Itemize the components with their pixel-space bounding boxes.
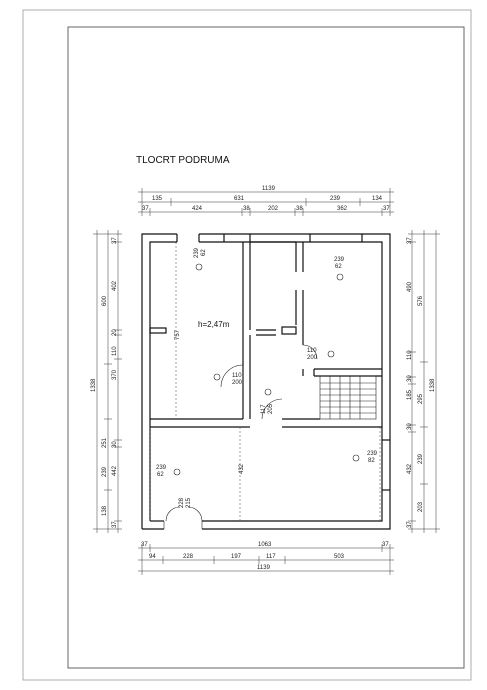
dim-top-r2-6: 362 [337,206,348,212]
dim-top-1: 135 [152,196,163,202]
room4-label-a: 239 [367,451,378,457]
dim-bottom-r2-4: 117 [266,554,276,560]
dim-bottom-r2-5: 503 [334,554,345,560]
door1-label-a: 110 [232,373,242,379]
dim-left-r2-2: 402 [112,280,118,291]
light-fixtures [173,263,360,476]
dim-right-r2-1: 37 [407,237,413,244]
dim-left-2: 251 [102,437,108,448]
dim-top-total: 1139 [262,186,276,192]
left-dimensions [93,230,122,533]
dim-right-3: 239 [418,453,424,464]
walls [141,233,391,530]
room2-label-a: 239 [334,257,345,263]
inner-frame-border [67,26,465,669]
door1-label-b: 200 [232,380,243,386]
dim-right-r2-2: 490 [407,281,413,292]
dim-left-r2-3: 20 [112,329,118,336]
dim-top-r2-1: 37 [142,206,149,212]
dim-left-r2-1: 37 [112,237,118,244]
dim-top-r2-7: 37 [383,206,390,212]
dim-bottom-1: 37 [141,542,148,548]
door4-label-a: 228 [179,497,185,508]
room-height-label: h=2,47m [198,320,230,329]
dim-left-3: 239 [102,466,108,477]
dim-left-r2-4: 110 [112,346,118,356]
bottom-window [163,521,203,529]
dim-right-total: 1338 [430,378,436,392]
dim-right-r2-6: 30 [407,423,413,430]
door3-label-b: 205 [268,403,274,414]
door4-label-b: 215 [186,497,192,508]
inner-dim-757: 757 [175,329,181,340]
dim-bottom-r2-1: 94 [149,554,156,560]
room4-label-b: 82 [368,458,375,464]
right-dimensions [408,230,440,533]
room2-label-b: 62 [335,264,342,270]
dim-right-4: 203 [418,501,424,512]
room1-label-b: 62 [201,249,207,256]
dim-right-1: 576 [418,295,424,306]
dim-top-r2-4: 202 [268,206,279,212]
dim-left-total: 1338 [91,378,97,392]
dim-bottom-r2-3: 197 [231,554,242,560]
dim-right-r2-4: 30 [407,375,413,382]
dim-left-r2-7: 442 [112,465,118,476]
dim-bottom-r2-2: 228 [183,554,194,560]
dim-top-4: 134 [372,196,383,202]
dim-right-r2-3: 110 [407,350,413,360]
dim-right-r2-8: 37 [407,521,413,528]
dim-left-r2-6: 30 [112,441,118,448]
dim-top-2: 631 [234,196,245,202]
room1-label-a: 239 [194,247,200,258]
inner-dim-432a: 432 [239,463,245,474]
door3-label-a: 117 [261,404,267,414]
dim-right-2: 295 [418,393,424,404]
dim-left-r2-8: 37 [112,521,118,528]
dim-top-3: 239 [330,196,341,202]
dim-bottom-3: 37 [382,542,389,548]
staircase [319,375,377,420]
dim-bottom-total: 1139 [257,565,271,571]
top-dimensions [138,188,394,216]
room3-label-a: 239 [156,465,167,471]
dim-top-r2-5: 38 [296,206,303,212]
door-swings [165,344,318,522]
dashed-guides [149,242,381,521]
dim-left-1: 600 [102,295,108,306]
room3-label-b: 62 [157,472,164,478]
dim-left-4: 138 [102,505,108,516]
dim-bottom-2: 1063 [258,542,272,548]
door2-label-b: 200 [307,355,318,361]
dim-left-r2-5: 370 [112,369,118,380]
bottom-dimensions [138,544,394,575]
dim-top-r2-2: 424 [192,206,203,212]
outer-sheet-border [22,9,472,681]
dim-right-r2-7: 432 [407,463,413,474]
plan-title: TLOCRT PODRUMA [136,155,230,166]
dim-right-r2-5: 185 [407,389,413,400]
dim-top-r2-3: 38 [243,206,250,212]
door2-label-a: 110 [307,348,317,354]
